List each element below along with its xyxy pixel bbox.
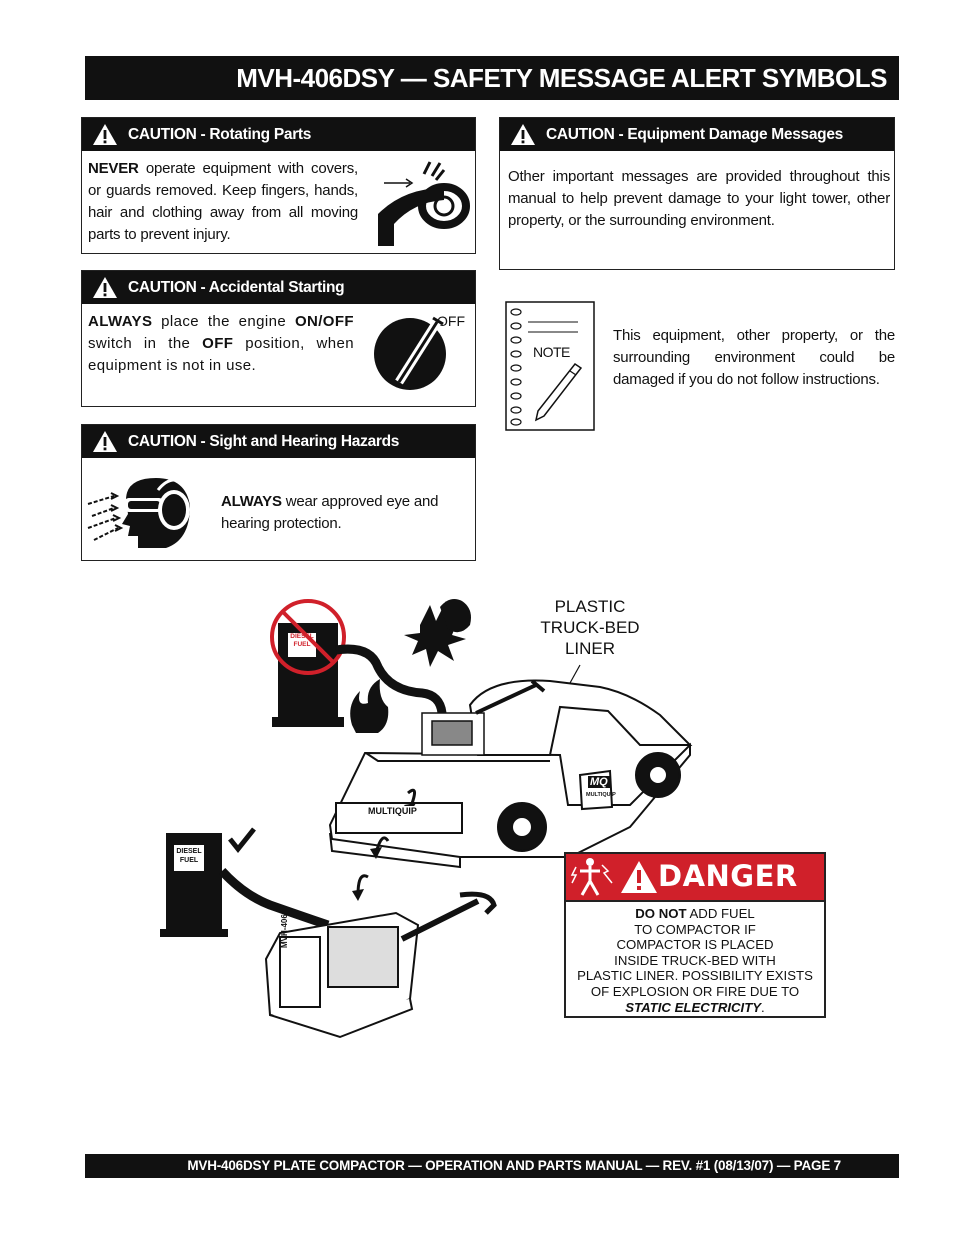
pump-label-line: DIESEL bbox=[290, 633, 314, 640]
emphasis-off: OFF bbox=[202, 335, 234, 352]
pump-label-line: FUEL bbox=[179, 857, 199, 864]
caution-body: Other important messages are provided th… bbox=[508, 166, 890, 232]
caution-title: CAUTION - Equipment Damage Messages bbox=[546, 126, 843, 143]
caution-title: CAUTION - Rotating Parts bbox=[128, 126, 312, 143]
warning-triangle-icon bbox=[93, 431, 117, 452]
caution-accidental-starting: CAUTION - Accidental Starting ALWAYS pla… bbox=[81, 270, 476, 407]
caution-equipment-damage: CAUTION - Equipment Damage Messages Othe… bbox=[499, 117, 895, 270]
compactor-on-ground bbox=[264, 891, 497, 1039]
bottom-pump-label: DIESEL FUEL bbox=[174, 847, 204, 865]
pump-label-line: DIESEL bbox=[176, 848, 202, 855]
off-label: OFF bbox=[437, 313, 465, 329]
danger-line: PLASTIC LINER. POSSIBILITY EXISTS bbox=[577, 968, 813, 984]
caution-text: Other important messages are provided th… bbox=[508, 168, 890, 229]
caution-text: operate equipment with covers, or guards… bbox=[88, 160, 358, 243]
caution-text: place the engine bbox=[152, 313, 295, 330]
pump-label-line: FUEL bbox=[293, 641, 311, 648]
electrocution-person-icon bbox=[570, 858, 613, 896]
ignition-switch-off-icon bbox=[374, 316, 446, 390]
liner-label-line: LINER bbox=[564, 639, 616, 658]
emphasis-always: ALWAYS bbox=[221, 493, 282, 510]
note-body: This equipment, other property, or the s… bbox=[613, 327, 895, 388]
caution-body: ALWAYS place the engine ON/OFF switch in… bbox=[88, 311, 354, 377]
compactor-in-truck bbox=[421, 679, 546, 756]
fuel-hose bbox=[335, 644, 447, 714]
diesel-pump-prohibited-icon bbox=[270, 599, 346, 727]
danger-text: ADD FUEL bbox=[686, 906, 755, 921]
warning-triangle-icon bbox=[511, 124, 535, 145]
danger-emphasis: STATIC ELECTRICITY bbox=[625, 999, 762, 1015]
danger-line: OF EXPLOSION OR FIRE DUE TO bbox=[590, 983, 800, 999]
fire-icon bbox=[350, 679, 389, 733]
note-notebook-icon bbox=[505, 301, 595, 431]
tailgate-brand: MULTIQUIP bbox=[368, 806, 417, 816]
caution-header: CAUTION - Rotating Parts bbox=[82, 118, 475, 151]
danger-line: COMPACTOR IS PLACED bbox=[616, 937, 774, 953]
danger-body: DO NOT ADD FUEL TO COMPACTOR IF COMPACTO… bbox=[566, 902, 824, 1015]
caution-body: NEVER operate equipment with covers, or … bbox=[88, 158, 358, 246]
door-brand: MULTIQUIP bbox=[586, 792, 616, 798]
note-label: NOTE bbox=[533, 344, 570, 360]
danger-line: STATIC ELECTRICITY. bbox=[566, 1000, 824, 1016]
caution-text: position, when equipment is not in use. bbox=[88, 335, 354, 374]
danger-header: DANGER bbox=[566, 854, 824, 902]
fueling-illustration bbox=[160, 599, 693, 1039]
checkmark-icon bbox=[228, 827, 256, 854]
danger-sign: DANGER DO NOT ADD FUEL TO COMPACTOR IF C… bbox=[564, 852, 826, 1018]
emphasis-always: ALWAYS bbox=[88, 313, 153, 330]
explosion-icon bbox=[404, 601, 466, 667]
page-footer: MVH-406DSY PLATE COMPACTOR — OPERATION A… bbox=[85, 1154, 899, 1178]
danger-text: . bbox=[761, 999, 765, 1015]
caution-rotating-parts: CAUTION - Rotating Parts NEVER operate e… bbox=[81, 117, 476, 254]
plastic-liner-label: PLASTIC TRUCK-BED LINER bbox=[520, 596, 660, 659]
caution-text: switch in the bbox=[88, 335, 203, 352]
danger-line: DO NOT ADD FUEL bbox=[566, 906, 824, 922]
caution-header: CAUTION - Sight and Hearing Hazards bbox=[82, 425, 475, 458]
caution-title: CAUTION - Accidental Starting bbox=[128, 279, 345, 296]
warning-triangle-icon bbox=[93, 277, 117, 298]
rotating-parts-hand-icon bbox=[378, 161, 470, 246]
diesel-pump-approved-icon bbox=[160, 827, 256, 937]
danger-title: DANGER bbox=[658, 859, 798, 893]
warning-triangle-icon bbox=[93, 124, 117, 145]
emphasis-never: NEVER bbox=[88, 160, 139, 177]
caution-sight-hearing: CAUTION - Sight and Hearing Hazards ALWA… bbox=[81, 424, 476, 561]
danger-triangle-icon bbox=[621, 861, 657, 893]
caution-header: CAUTION - Accidental Starting bbox=[82, 271, 475, 304]
fuel-hose bbox=[218, 867, 330, 930]
caution-body: ALWAYS wear approved eye and hearing pro… bbox=[221, 491, 461, 535]
compactor-label: MVH-406 bbox=[280, 914, 289, 948]
caution-title: CAUTION - Sight and Hearing Hazards bbox=[128, 433, 400, 450]
danger-line: TO COMPACTOR IF bbox=[634, 921, 756, 937]
door-logo: MQ bbox=[588, 776, 610, 788]
page-title: MVH-406DSY — SAFETY MESSAGE ALERT SYMBOL… bbox=[85, 56, 899, 100]
caution-text: wear approved eye and hearing protection… bbox=[221, 493, 439, 532]
eye-hearing-protection-icon bbox=[87, 478, 192, 548]
danger-line: INSIDE TRUCK-BED WITH bbox=[614, 952, 776, 968]
caution-header: CAUTION - Equipment Damage Messages bbox=[500, 118, 894, 151]
danger-lead: DO NOT bbox=[635, 906, 687, 921]
liner-label-line: PLASTIC bbox=[554, 597, 626, 616]
liner-label-line: TRUCK-BED bbox=[540, 618, 640, 637]
top-pump-label: DIESEL FUEL bbox=[288, 633, 316, 649]
emphasis-on-off: ON/OFF bbox=[294, 313, 354, 330]
